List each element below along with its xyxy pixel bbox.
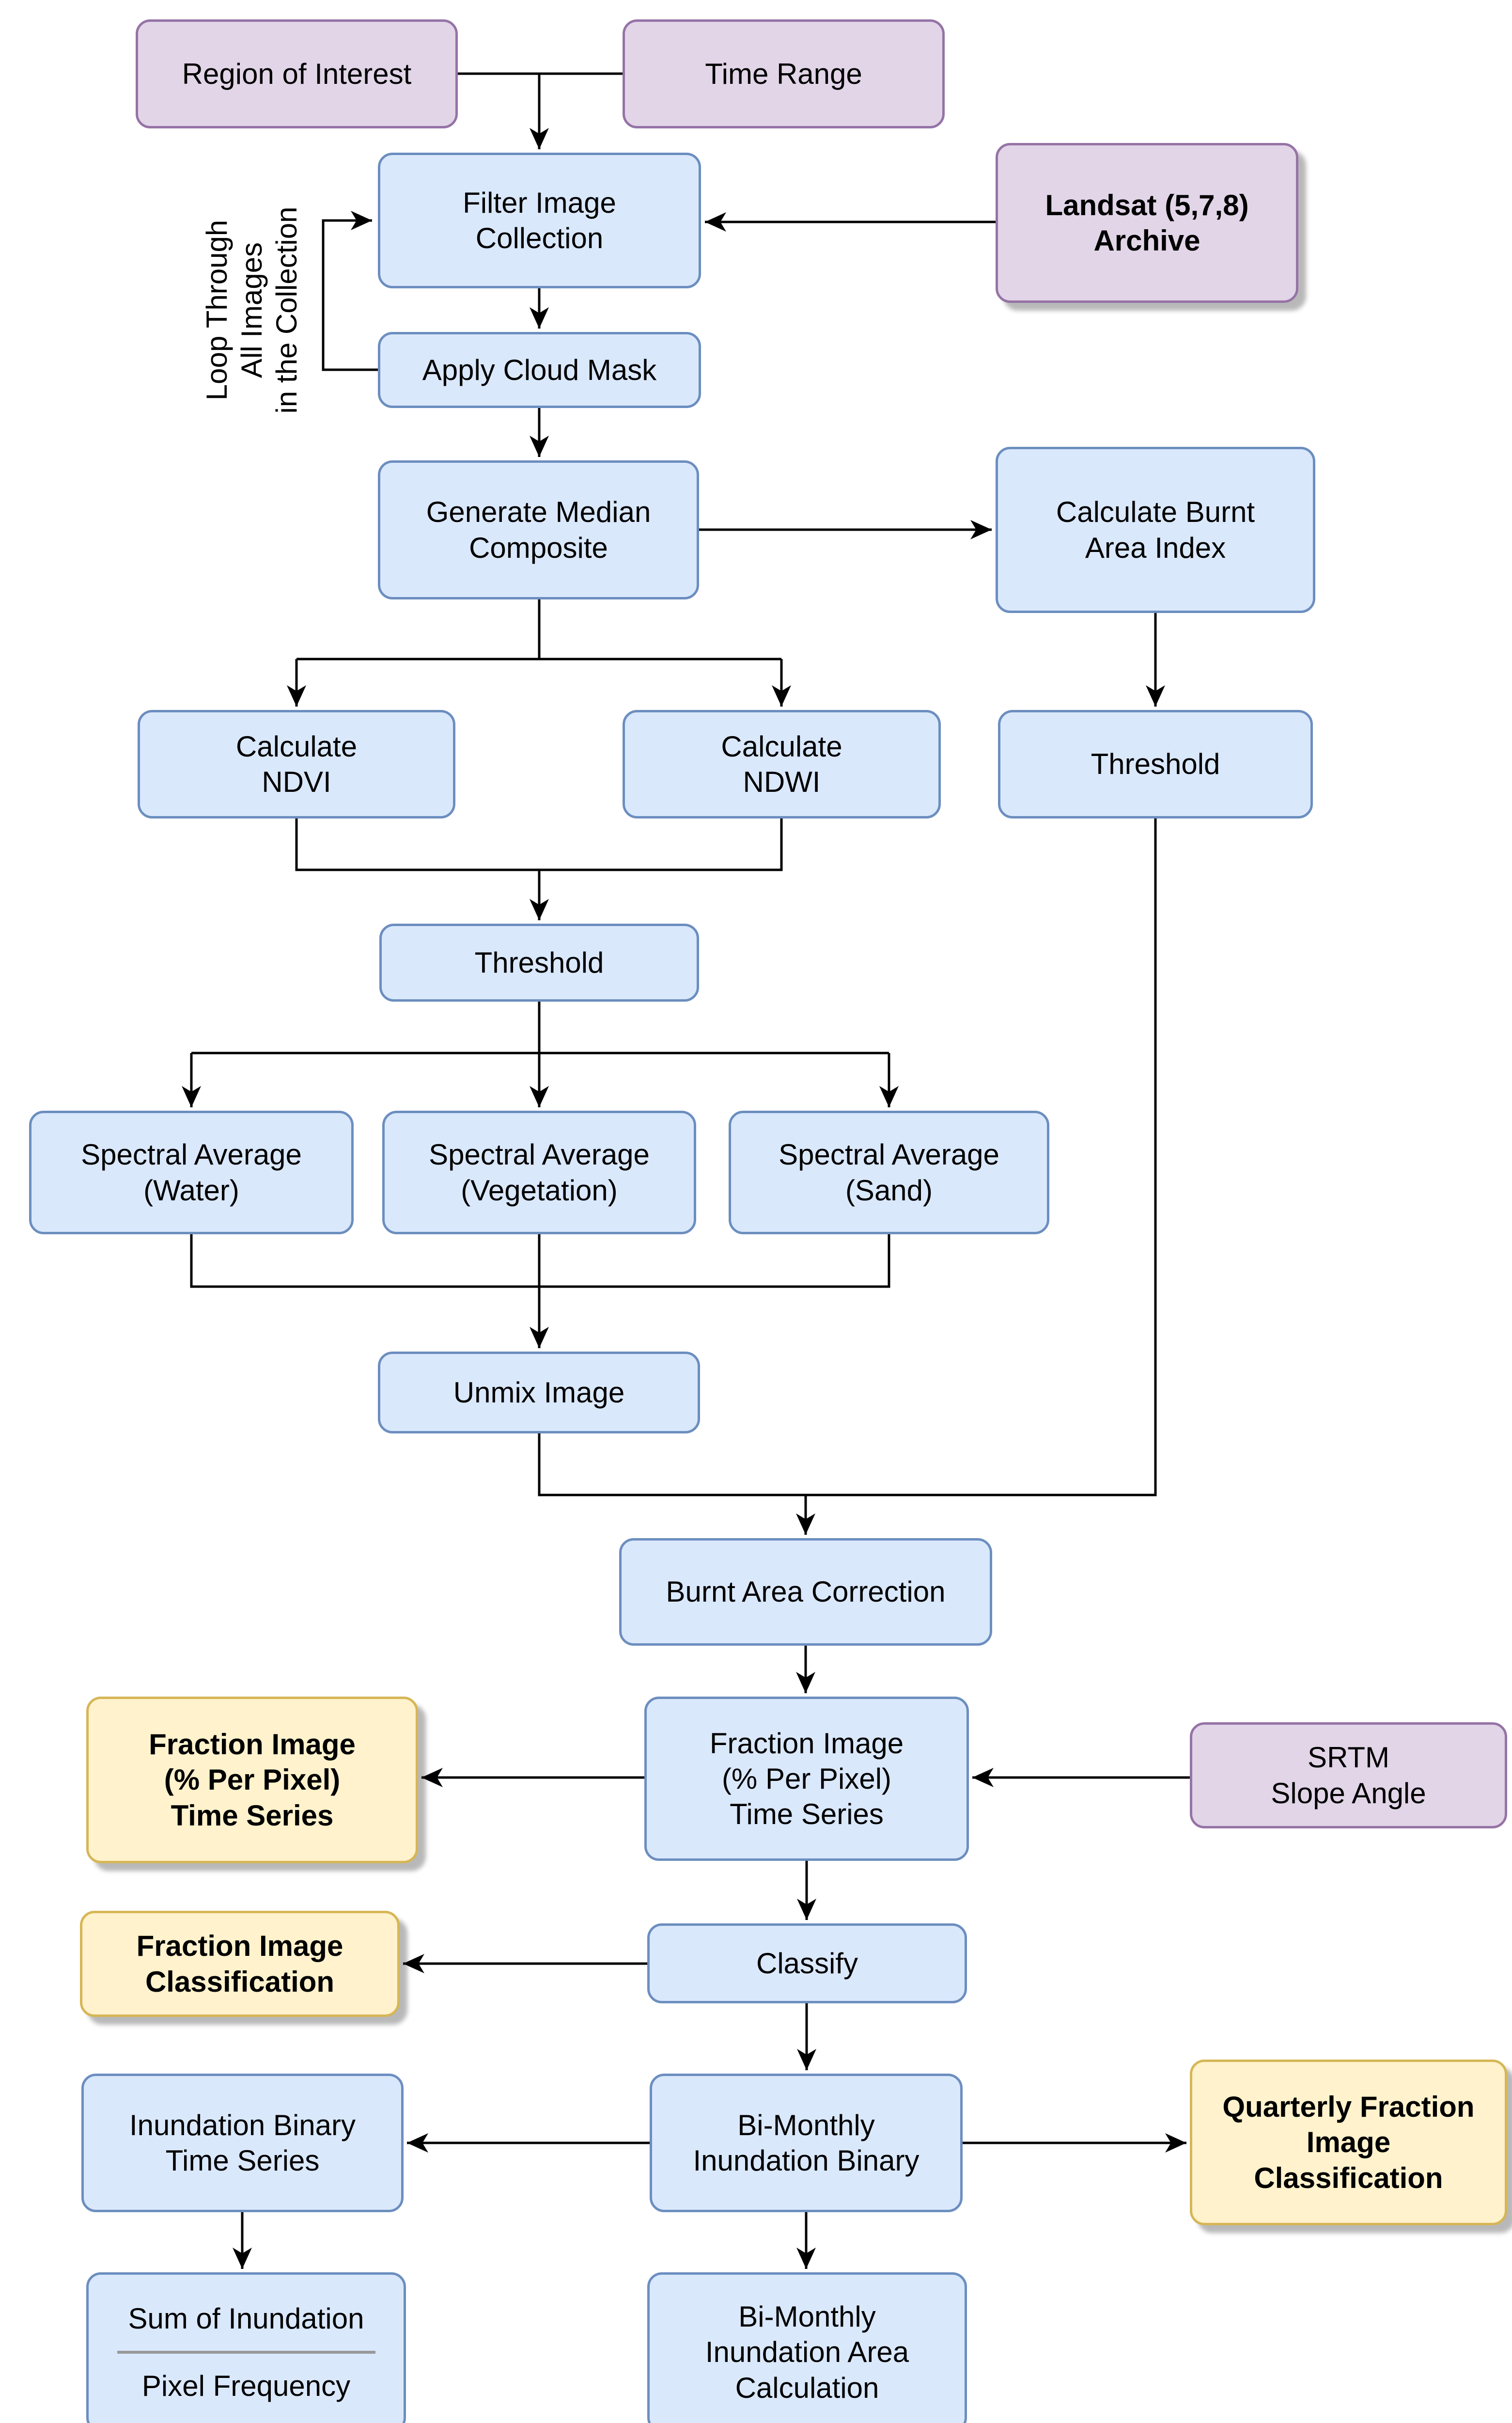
node-label: Threshold [1091, 748, 1220, 781]
node-label: Fraction Image Classification [136, 1930, 343, 1998]
node-label: Burnt Area Correction [666, 1575, 946, 1608]
node-spectral-average-vegetation: Spectral Average (Vegetation) [382, 1111, 696, 1234]
node-label: Time Range [705, 57, 862, 90]
node-calculate-ndwi: Calculate NDWI [623, 710, 941, 818]
node-calculate-ndvi: Calculate NDVI [138, 710, 455, 818]
node-unmix-image: Unmix Image [378, 1352, 700, 1433]
node-label: Landsat (5,7,8) Archive [1045, 189, 1249, 257]
edge-ndvi-ndwi-merge [295, 818, 783, 871]
node-label: Threshold [474, 946, 604, 979]
edge-unmix-threshold-junction [538, 818, 1157, 1496]
node-label: Filter Image Collection [463, 186, 616, 254]
node-label: Bi-Monthly Inundation Area Calculation [705, 2300, 909, 2404]
node-sum-of-inundation: Sum of Inundation Pixel Frequency [86, 2272, 406, 2423]
fraction-expression: Sum of Inundation Pixel Frequency [89, 2301, 404, 2404]
node-label: Fraction Image (% Per Pixel) Time Series [709, 1727, 904, 1831]
node-bi-monthly-inundation-area-calculation: Bi-Monthly Inundation Area Calculation [647, 2272, 967, 2423]
node-label: Calculate NDVI [235, 730, 358, 798]
node-threshold-burnt: Threshold [998, 710, 1313, 818]
node-bi-monthly-inundation-binary: Bi-Monthly Inundation Binary [650, 2074, 963, 2212]
node-quarterly-fraction-image-classification: Quarterly Fraction Image Classification [1190, 2060, 1507, 2225]
node-label: Quarterly Fraction Image Classification [1222, 2091, 1475, 2194]
node-burnt-area-correction: Burnt Area Correction [619, 1538, 992, 1646]
node-landsat-archive: Landsat (5,7,8) Archive [996, 143, 1298, 303]
node-calculate-burnt-area-index: Calculate Burnt Area Index [996, 447, 1315, 613]
node-time-range: Time Range [623, 19, 945, 128]
node-label: Unmix Image [453, 1376, 625, 1409]
node-label: Bi-Monthly Inundation Binary [693, 2108, 920, 2177]
node-spectral-average-water: Spectral Average (Water) [29, 1111, 354, 1234]
node-label: Region of Interest [182, 57, 412, 90]
node-srtm-slope-angle: SRTM Slope Angle [1190, 1722, 1507, 1828]
node-classify: Classify [647, 1923, 967, 2003]
node-label: Generate Median Composite [426, 496, 651, 564]
node-apply-cloud-mask: Apply Cloud Mask [378, 332, 701, 408]
node-label: Fraction Image (% Per Pixel) Time Series [149, 1728, 356, 1832]
node-generate-median-composite: Generate Median Composite [378, 460, 699, 599]
edge-loop-back [322, 211, 378, 371]
fraction-denominator: Pixel Frequency [141, 2370, 351, 2402]
node-label: Calculate Burnt Area Index [1056, 496, 1255, 564]
node-filter-image-collection: Filter Image Collection [378, 153, 701, 288]
fraction-numerator: Sum of Inundation [128, 2302, 364, 2335]
node-label: Spectral Average (Water) [81, 1138, 302, 1207]
fraction-divider-line [117, 2351, 375, 2354]
node-fraction-image-ts: Fraction Image (% Per Pixel) Time Series [644, 1697, 969, 1861]
node-region-of-interest: Region of Interest [136, 19, 458, 128]
node-label: Spectral Average (Sand) [779, 1138, 999, 1207]
node-threshold-main: Threshold [379, 924, 699, 1002]
node-inundation-binary-ts: Inundation Binary Time Series [81, 2074, 404, 2212]
loop-annotation: Loop Through All Images in the Collectio… [201, 206, 303, 414]
node-fraction-image-ts-output: Fraction Image (% Per Pixel) Time Series [86, 1697, 418, 1863]
node-spectral-average-sand: Spectral Average (Sand) [729, 1111, 1049, 1234]
node-label: SRTM Slope Angle [1271, 1741, 1426, 1809]
node-label: Apply Cloud Mask [422, 353, 657, 386]
node-label: Inundation Binary Time Series [129, 2108, 356, 2177]
node-label: Spectral Average (Vegetation) [429, 1138, 650, 1207]
node-label: Classify [756, 1947, 858, 1980]
node-label: Calculate NDWI [721, 730, 842, 798]
node-fraction-image-classification: Fraction Image Classification [80, 1911, 400, 2017]
